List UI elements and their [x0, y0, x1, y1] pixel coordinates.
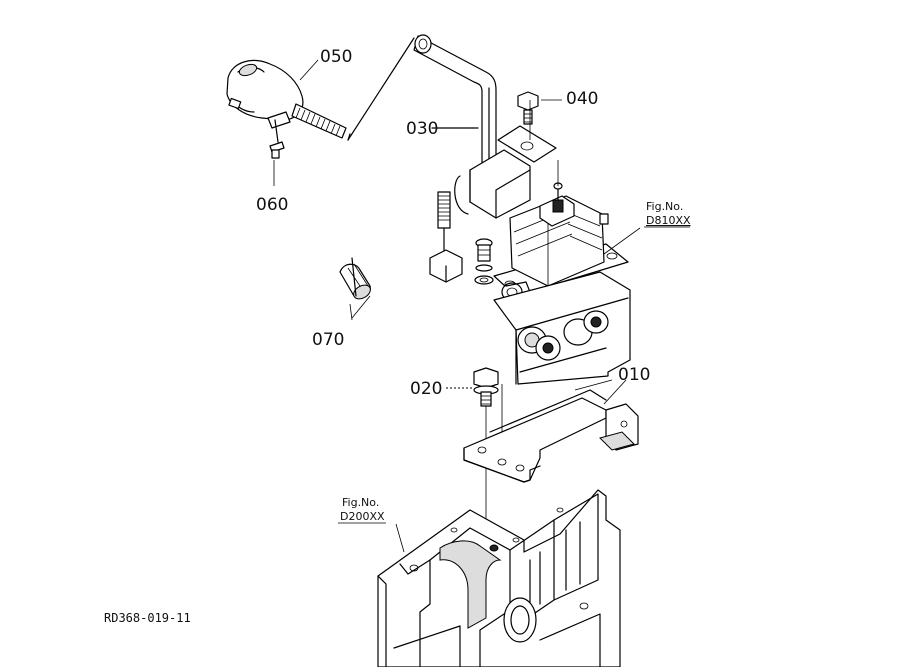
- part-label-040: 040: [566, 89, 598, 109]
- part-label-030: 030: [406, 119, 438, 139]
- bolt-and-washers: [474, 238, 494, 285]
- mounting-bracket: [454, 125, 557, 219]
- base-plate-010: [463, 379, 639, 483]
- bolt-040: [517, 91, 562, 125]
- drawing-id: RD368-019-11: [104, 611, 191, 625]
- part-label-020: 020: [410, 379, 442, 399]
- figref-lower-title: Fig.No.: [342, 496, 379, 509]
- spring-link: [429, 191, 463, 283]
- screw-060: [269, 119, 285, 186]
- figref-upper-code: D810XX: [646, 214, 691, 227]
- part-label-010: 010: [618, 365, 650, 385]
- part-label-070: 070: [312, 330, 344, 350]
- part-label-060: 060: [256, 195, 288, 215]
- frame-structure: [377, 489, 621, 667]
- leader-lines: [299, 59, 613, 391]
- bolt-020: [446, 367, 499, 407]
- part-label-050: 050: [320, 47, 352, 67]
- figref-upper-title: Fig.No.: [646, 200, 683, 213]
- control-valve-assembly: [493, 182, 641, 385]
- clip-070: [339, 257, 371, 321]
- grip-knob-050: [226, 59, 347, 139]
- figref-lower-code: D200XX: [340, 510, 385, 523]
